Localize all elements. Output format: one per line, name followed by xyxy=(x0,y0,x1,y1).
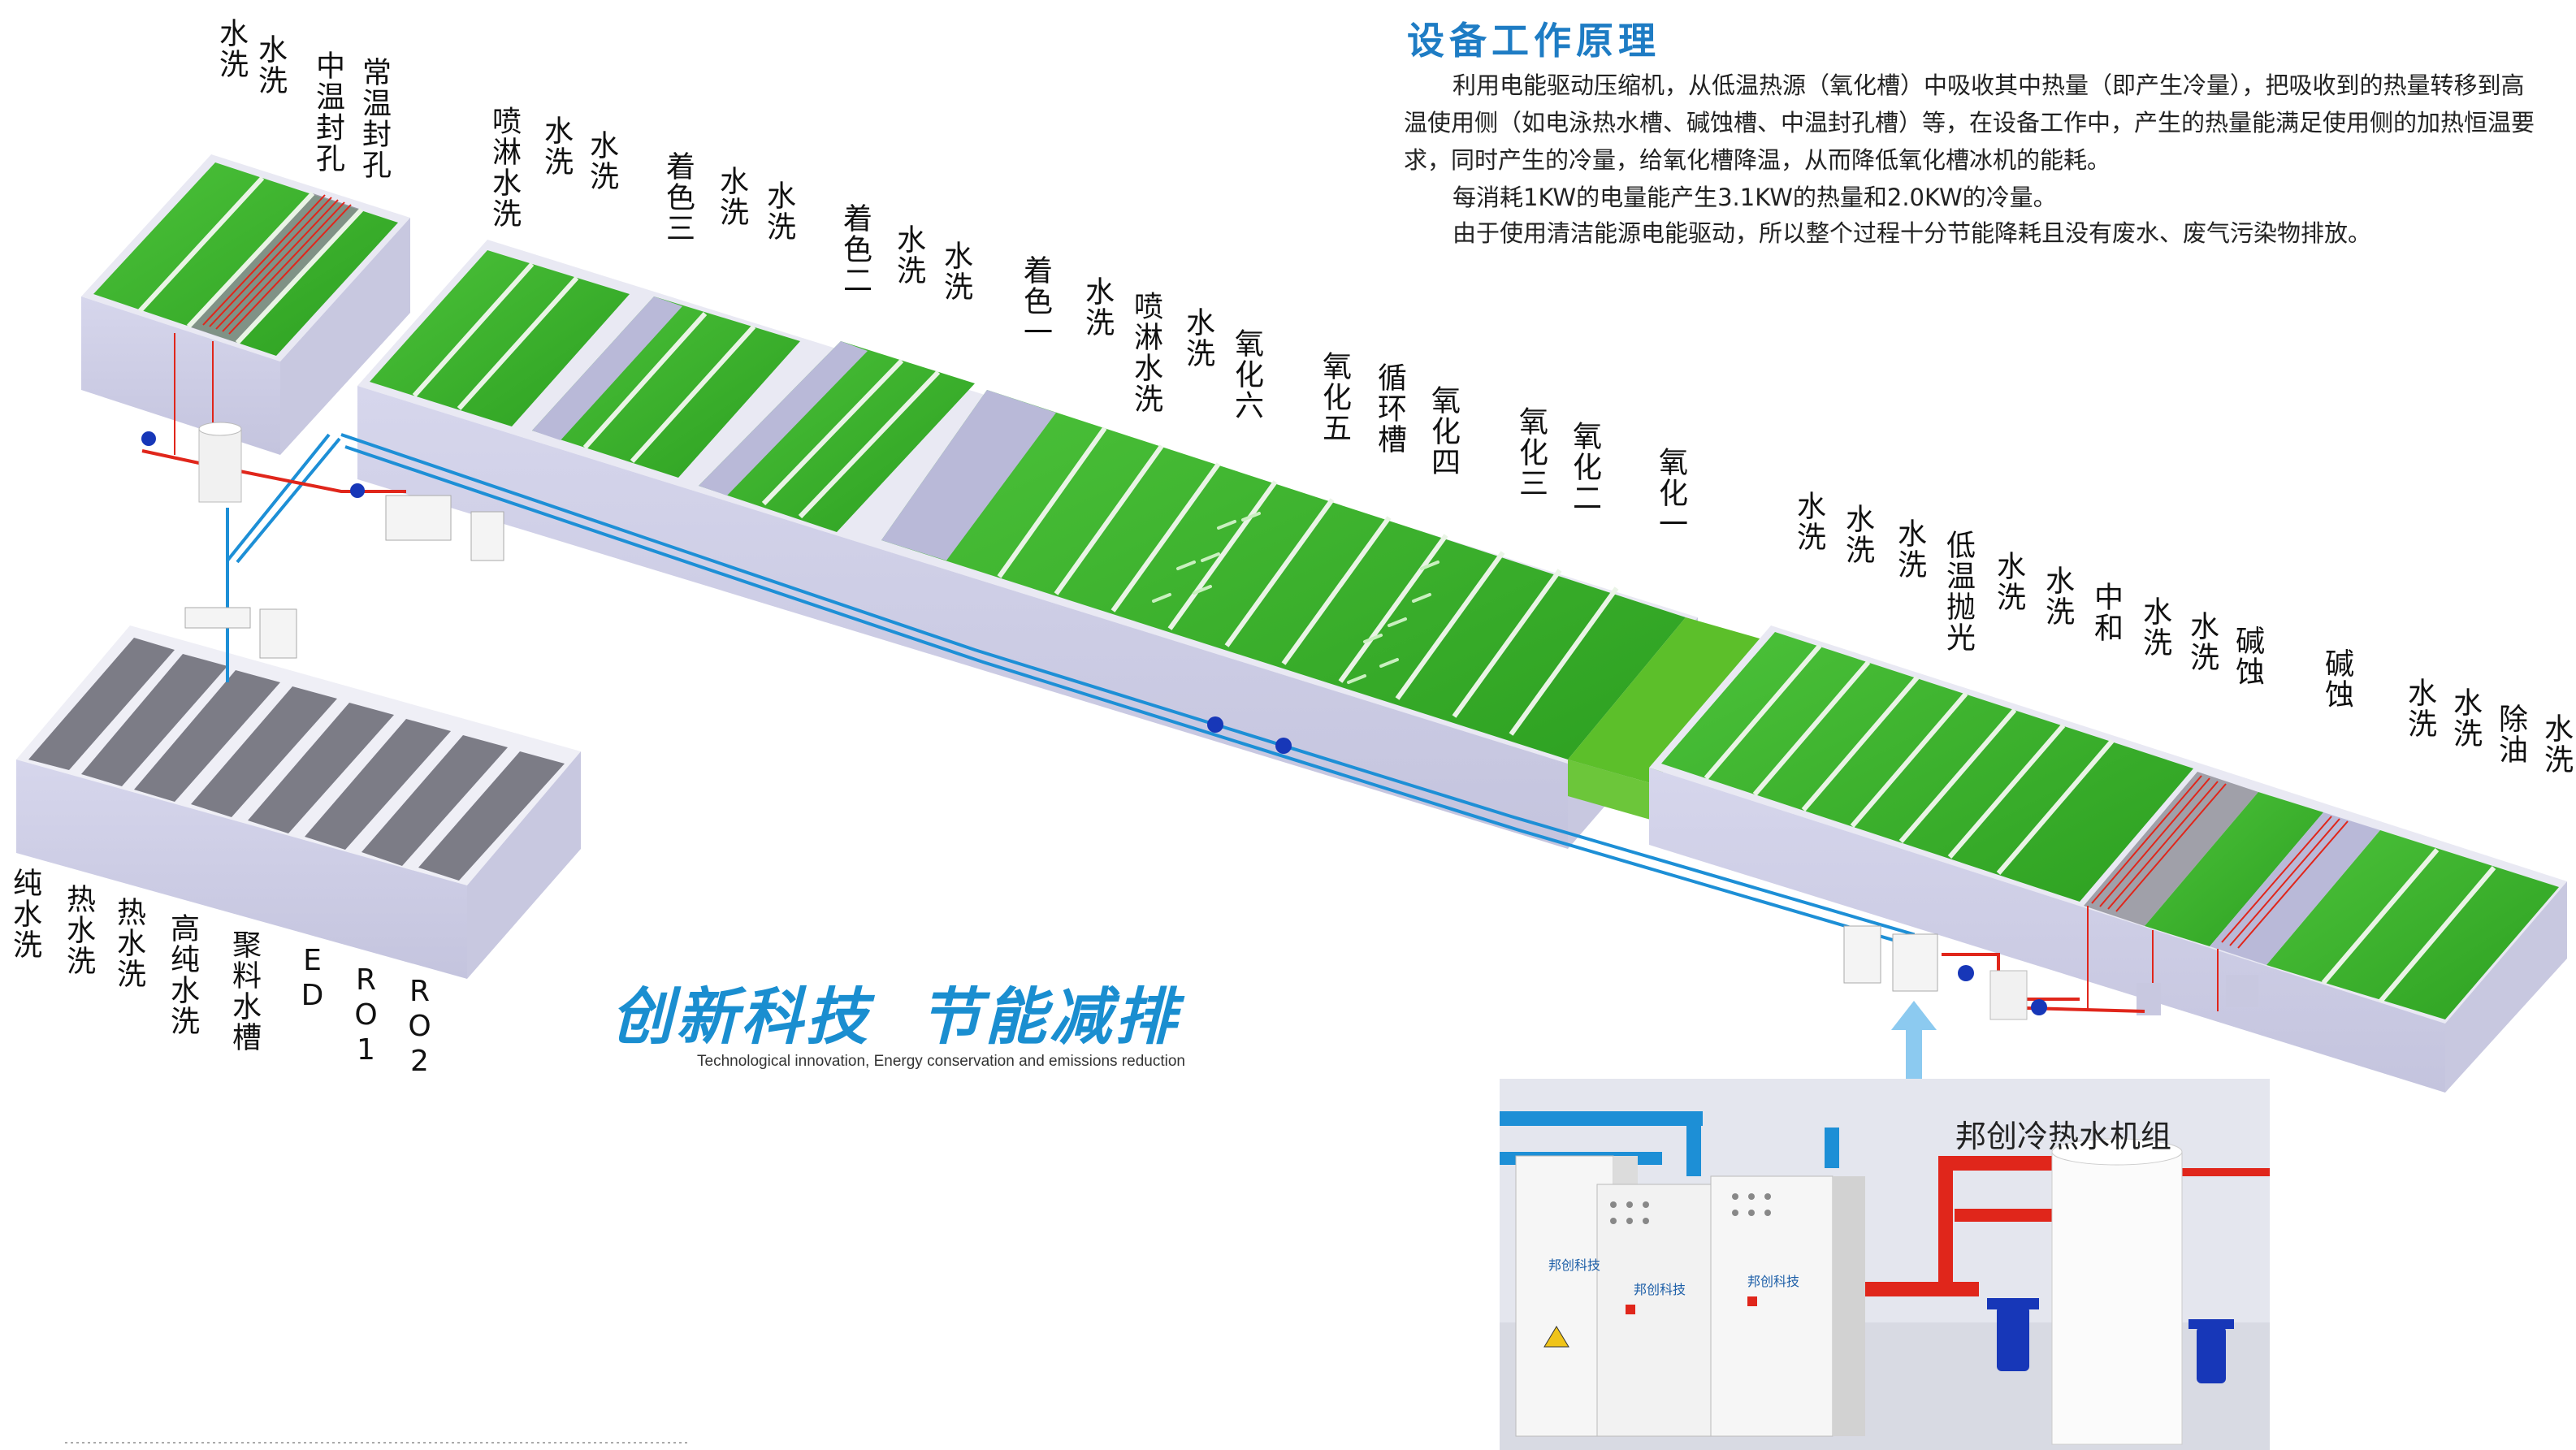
heat-pump-illustration: 邦创科技 邦创科技 邦创科技 xyxy=(1500,1111,2270,1450)
cabinet-brand: 邦创科技 xyxy=(1634,1282,1686,1297)
label-water-wash: 水洗 xyxy=(2138,596,2171,658)
principle-title: 设备工作原理 xyxy=(1407,19,1660,63)
arrow-up-icon xyxy=(1891,1001,1937,1079)
label-ro2: RO2 xyxy=(403,975,436,1080)
heat-pump-units-left xyxy=(141,422,504,659)
label-mid-temp-sealing: 中温封孔 xyxy=(311,50,344,174)
label-spray-wash: 喷淋水洗 xyxy=(1129,291,1162,414)
slogan: 创新科技节能减排 xyxy=(611,967,1180,1056)
label-water-wash: 水洗 xyxy=(2539,713,2573,775)
label-water-wash: 水洗 xyxy=(1080,276,1114,338)
label-alkali-etching: 碱蚀 xyxy=(2231,625,2264,687)
label-coloring-3: 着色三 xyxy=(661,151,695,244)
label-water-wash: 水洗 xyxy=(1841,504,1874,565)
label-pure-water-wash: 纯水洗 xyxy=(8,868,41,960)
label-water-wash: 水洗 xyxy=(939,240,972,302)
label-water-wash: 水洗 xyxy=(1792,491,1825,552)
label-water-wash: 水洗 xyxy=(539,115,573,177)
label-water-wash: 水洗 xyxy=(585,130,618,192)
principle-clean-energy: 由于使用清洁能源电能驱动，所以整个过程十分节能降耗且没有废水、废气污染物排放。 xyxy=(1453,219,2372,247)
inset-title: 邦创冷热水机组 xyxy=(1955,1119,2172,1154)
label-water-wash: 水洗 xyxy=(1893,518,1926,580)
label-coloring-2: 着色二 xyxy=(838,203,872,296)
label-water-wash: 水洗 xyxy=(762,180,795,242)
label-oxidation-5: 氧化五 xyxy=(1318,351,1351,444)
label-oxidation-1: 氧化一 xyxy=(1654,447,1687,539)
pumps-mid xyxy=(1207,716,1292,754)
label-hot-water-wash: 热水洗 xyxy=(62,884,95,976)
label-water-wash: 水洗 xyxy=(892,224,925,286)
label-ro1: RO1 xyxy=(349,963,383,1068)
slogan-energy-saving: 节能减排 xyxy=(920,980,1180,1053)
label-water-wash: 水洗 xyxy=(715,166,748,227)
slogan-innovation: 创新科技 xyxy=(611,980,871,1053)
tank-block-sealing xyxy=(81,154,410,455)
label-water-wash: 水洗 xyxy=(2185,611,2219,673)
label-water-wash: 水洗 xyxy=(2448,687,2482,749)
label-oxidation-2: 氧化二 xyxy=(1568,421,1601,513)
principle-ratio: 每消耗1KW的电量能产生3.1KW的热量和2.0KW的冷量。 xyxy=(1453,184,2057,211)
label-water-wash: 水洗 xyxy=(2041,565,2074,627)
label-water-wash: 水洗 xyxy=(2403,677,2436,739)
label-water-wash: 水洗 xyxy=(1181,307,1214,369)
tank-block-pure-water xyxy=(16,625,581,979)
label-oxidation-6: 氧化六 xyxy=(1230,328,1263,421)
cabinet-brand: 邦创科技 xyxy=(1548,1257,1600,1273)
label-spray-wash: 喷淋水洗 xyxy=(487,106,521,229)
heat-pump-inset: 邦创科技 邦创科技 邦创科技 xyxy=(1500,1079,2270,1450)
connector-channel xyxy=(1568,617,1771,784)
principle-paragraph: 利用电能驱动压缩机，从低温热源（氧化槽）中吸收其中热量（即产生冷量），把吸收到的… xyxy=(1404,71,2535,174)
label-high-purity-wash: 高纯水洗 xyxy=(166,913,199,1037)
label-oxidation-3: 氧化三 xyxy=(1514,406,1548,499)
label-alkali-etching: 碱蚀 xyxy=(2320,648,2353,710)
label-hot-water-wash: 热水洗 xyxy=(112,897,145,989)
label-collecting-tank: 聚料水槽 xyxy=(227,929,261,1053)
label-water-wash: 水洗 xyxy=(1992,551,2025,612)
label-neutralization: 中和 xyxy=(2089,582,2123,643)
label-water-wash: 水洗 xyxy=(253,34,287,96)
label-water-wash: 水洗 xyxy=(214,18,248,80)
label-room-temp-sealing: 常温封孔 xyxy=(357,57,391,180)
cabinet-brand: 邦创科技 xyxy=(1747,1274,1799,1289)
label-coloring-1: 着色一 xyxy=(1019,255,1052,348)
heat-pump-units-right xyxy=(1843,925,2047,1020)
label-low-temp-polishing: 低温抛光 xyxy=(1942,530,1975,653)
label-oxidation-4: 氧化四 xyxy=(1427,385,1460,478)
tank-row-pretreatment xyxy=(1649,625,2567,1093)
label-circulation-tank: 循环槽 xyxy=(1373,362,1406,455)
label-ed: ED xyxy=(296,944,329,1014)
label-degreasing: 除油 xyxy=(2494,703,2527,765)
slogan-english: Technological innovation, Energy conserv… xyxy=(697,1053,1185,1070)
